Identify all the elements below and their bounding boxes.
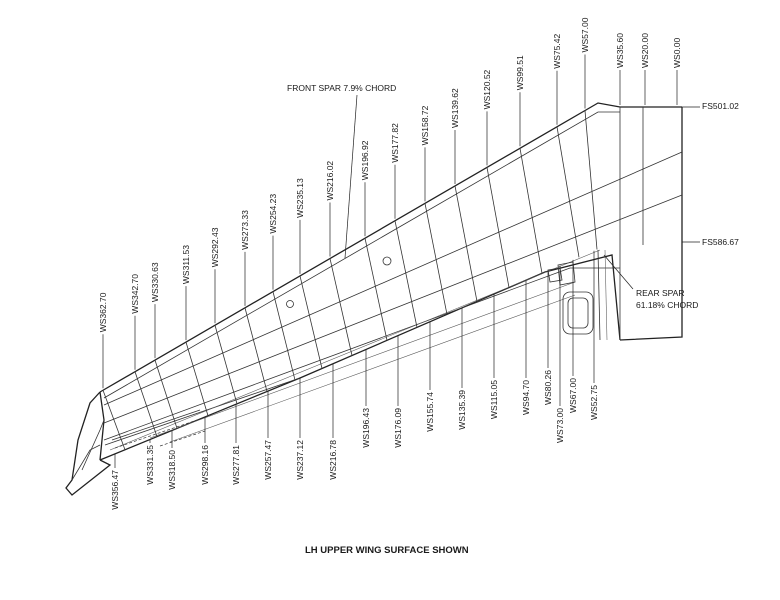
- rib-line-17: [584, 110, 598, 250]
- front-spar-line: [103, 111, 620, 399]
- front-spar-leader: [344, 94, 358, 259]
- bottom-station-label: WS67.00: [568, 378, 578, 413]
- rib-line-8: [299, 275, 323, 369]
- top-station-label: WS292.43: [210, 227, 220, 267]
- bottom-station-label: WS73.00: [555, 408, 565, 443]
- rear-spar-label-1: REAR SPAR: [636, 288, 685, 298]
- rib-line-4: [185, 341, 209, 416]
- top-station-label: WS139.62: [450, 88, 460, 128]
- root-brace-2: [604, 249, 608, 341]
- access-hole-outboard: [286, 300, 294, 308]
- top-station-label: WS99.51: [515, 55, 525, 90]
- rib-line-9: [329, 258, 353, 356]
- bottom-station-label: WS277.81: [231, 445, 241, 485]
- diagram-caption: LH UPPER WING SURFACE SHOWN: [305, 545, 469, 556]
- top-station-label: WS362.70: [98, 292, 108, 332]
- rib-line-5: [214, 325, 238, 404]
- bottom-station-label: WS52.75: [589, 385, 599, 420]
- leading-edge: [99, 102, 682, 393]
- flap-dash-2: [159, 430, 206, 447]
- root-features: [547, 249, 608, 341]
- rear-spar-leader: [603, 254, 634, 290]
- top-station-label: WS216.02: [325, 161, 335, 201]
- bottom-station-label: WS176.09: [393, 408, 403, 448]
- top-station-labels: WS362.70 WS342.70 WS330.63 WS311.53 WS292.43…: [98, 17, 682, 389]
- rear-spar-line: [103, 267, 620, 441]
- top-station-label: WS57.00: [580, 17, 590, 52]
- front-spar-label: FRONT SPAR 7.9% CHORD: [287, 83, 396, 93]
- top-station-label: WS177.82: [390, 123, 400, 163]
- top-station-label: WS196.92: [360, 140, 370, 180]
- bottom-station-label: WS155.74: [425, 392, 435, 432]
- stringer-e: [109, 249, 601, 451]
- rear-spar-label-2: 61.18% CHORD: [636, 300, 698, 310]
- top-station-label: WS235.13: [295, 178, 305, 218]
- rib-line-3: [154, 359, 178, 429]
- top-station-label: WS311.53: [181, 245, 191, 284]
- root-box-inner: [567, 297, 589, 329]
- bottom-station-label: WS80.26: [543, 370, 553, 405]
- rib-line-7: [272, 291, 296, 381]
- bottom-station-label: WS318.50: [167, 450, 177, 490]
- stringer-a: [103, 151, 683, 406]
- rib-lines: [102, 110, 598, 450]
- bottom-station-label: WS298.16: [200, 445, 210, 485]
- rib-line-11: [394, 220, 418, 328]
- rib-line-15: [519, 148, 543, 274]
- bottom-station-label: WS135.39: [457, 390, 467, 430]
- spars-and-stringers: [103, 111, 683, 451]
- root-box: [562, 291, 594, 335]
- bottom-station-labels: WS356.47 WS331.35 WS318.50 WS298.16 WS277.81…: [110, 250, 599, 510]
- fs-label-rear: FS586.67: [702, 237, 739, 247]
- fs-label-front: FS501.02: [702, 101, 739, 111]
- flap-cove: [111, 409, 201, 441]
- root-brace: [597, 249, 601, 341]
- rib-line-10: [364, 238, 388, 341]
- rib-line-14: [486, 167, 510, 288]
- flap-dash-1: [114, 418, 201, 449]
- root-fitting: [557, 261, 576, 286]
- trailing-edge-inboard: [99, 254, 621, 461]
- stringer-d: [169, 294, 576, 443]
- stringer-b: [103, 194, 683, 424]
- stringer-c: [149, 281, 576, 439]
- bottom-station-label: WS94.70: [521, 380, 531, 415]
- bottom-station-label: WS356.47: [110, 470, 120, 510]
- access-hole-inboard: [382, 256, 392, 266]
- bottom-station-label: WS216.78: [328, 440, 338, 480]
- top-station-label: WS273.33: [240, 210, 250, 250]
- top-station-label: WS20.00: [640, 33, 650, 68]
- bottom-station-label: WS331.35: [145, 445, 155, 485]
- top-station-label: WS0.00: [672, 37, 682, 68]
- rib-line-1: [102, 390, 126, 450]
- top-station-label: WS342.70: [130, 274, 140, 314]
- bottom-station-label: WS115.05: [489, 380, 499, 419]
- top-station-label: WS254.23: [268, 194, 278, 234]
- top-station-label: WS158.72: [420, 105, 430, 145]
- wing-tip: [65, 391, 112, 496]
- rib-line-13: [454, 185, 478, 302]
- root-fitting-2: [547, 267, 563, 283]
- rib-line-2: [134, 371, 158, 437]
- rib-line-6: [244, 307, 268, 392]
- tip-inner: [81, 419, 105, 471]
- top-station-label: WS330.63: [150, 262, 160, 302]
- tip-inner-2: [71, 444, 101, 481]
- bottom-station-label: WS257.47: [263, 440, 273, 480]
- top-station-label: WS75.42: [552, 34, 562, 69]
- rib-line-16: [556, 126, 580, 258]
- bottom-station-label: WS237.12: [295, 440, 305, 480]
- top-station-label: WS120.52: [482, 69, 492, 109]
- rib-line-12: [424, 203, 448, 315]
- top-station-label: WS35.60: [615, 33, 625, 68]
- root-edge: [619, 107, 683, 341]
- wing-outline: [65, 102, 683, 496]
- bottom-station-label: WS196.43: [361, 408, 371, 448]
- aileron-line: [104, 377, 301, 446]
